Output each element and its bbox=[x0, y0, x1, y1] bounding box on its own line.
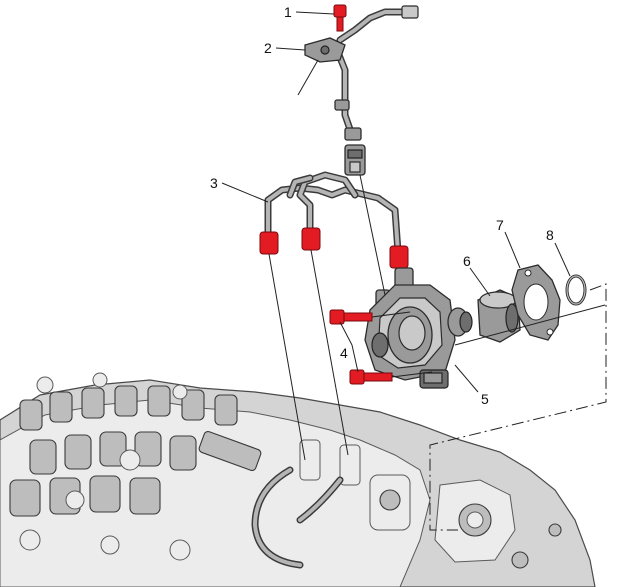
pump-mount-boss bbox=[434, 479, 562, 569]
fuel-pipe bbox=[259, 171, 409, 269]
callout-4: 4 bbox=[340, 345, 348, 361]
gasket bbox=[511, 264, 561, 341]
callout-6: 6 bbox=[463, 253, 471, 269]
upper-fuel-line bbox=[331, 5, 419, 176]
camshaft-caps bbox=[9, 372, 238, 561]
callout-2: 2 bbox=[264, 40, 272, 56]
callout-8: 8 bbox=[546, 227, 554, 243]
callout-1: 1 bbox=[284, 4, 292, 20]
callout-labels: 1 2 3 4 5 6 7 8 bbox=[210, 4, 554, 407]
high-pressure-fuel-pump bbox=[364, 267, 473, 389]
bracket bbox=[304, 37, 346, 63]
callout-3: 3 bbox=[210, 175, 218, 191]
bolt bbox=[333, 4, 347, 32]
o-ring bbox=[565, 274, 587, 306]
pump-bolt-upper bbox=[329, 309, 373, 325]
callout-5: 5 bbox=[481, 391, 489, 407]
fuel-rail-connection bbox=[198, 430, 411, 569]
callout-7: 7 bbox=[496, 217, 504, 233]
leader-lines bbox=[221, 11, 607, 531]
engine-block bbox=[0, 372, 596, 587]
